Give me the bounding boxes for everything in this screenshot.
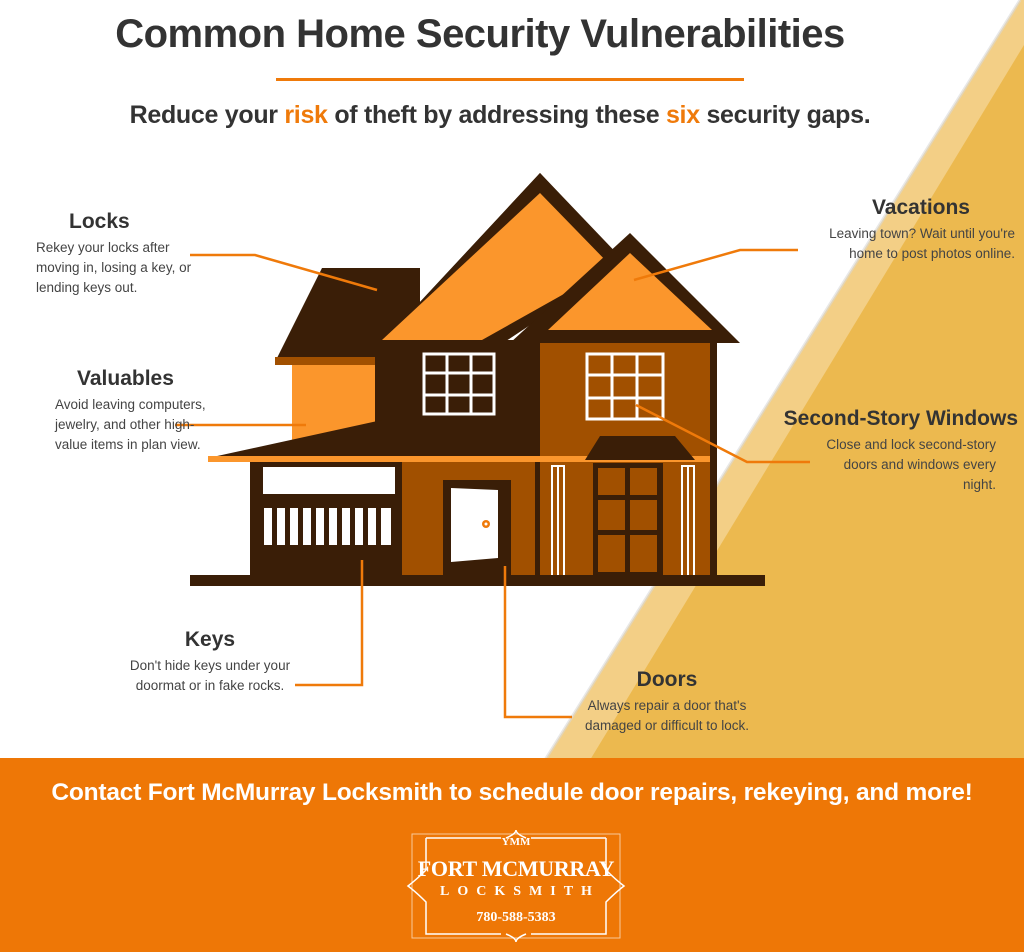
- logo-phone: 780-588-5383: [476, 910, 556, 925]
- company-logo: YMM FORT MCMURRAY LOCKSMITH 780-588-5383: [406, 830, 626, 942]
- callout-text: Always repair a door that's damaged or d…: [584, 698, 750, 733]
- title-divider: [276, 78, 744, 81]
- callout-text: Avoid leaving computers, jewelry, and ot…: [55, 397, 206, 452]
- leader-lines: [175, 248, 810, 719]
- callout-doors: Doors Always repair a door that's damage…: [572, 668, 762, 736]
- logo-subtitle: LOCKSMITH: [440, 884, 600, 899]
- subtitle-highlight-risk: risk: [284, 101, 328, 129]
- callout-keys: Keys Don't hide keys under your doormat …: [120, 628, 300, 696]
- upper-left-window: [422, 352, 496, 416]
- callout-vacations: Vacations Leaving town? Wait until you'r…: [800, 196, 1015, 264]
- house-illustration: [175, 173, 810, 719]
- cta-banner: Contact Fort McMurray Locksmith to sched…: [0, 758, 1024, 952]
- subtitle-text: Reduce your: [129, 101, 285, 129]
- callout-text: Don't hide keys under your doormat or in…: [129, 658, 291, 693]
- callout-title: Doors: [636, 668, 698, 691]
- upper-right-window: [585, 352, 665, 421]
- subtitle-text: of theft by addressing these: [327, 101, 666, 129]
- callout-locks: Locks Rekey your locks after moving in, …: [36, 210, 236, 298]
- callout-title: Vacations: [871, 196, 970, 219]
- logo-frame-icon: [406, 830, 626, 942]
- subtitle-text: security gaps.: [699, 101, 871, 129]
- logo-tag: YMM: [501, 836, 531, 848]
- callout-valuables: Valuables Avoid leaving computers, jewel…: [55, 367, 225, 455]
- callout-title: Keys: [184, 628, 236, 651]
- callout-title: Second-Story Windows: [783, 407, 1018, 430]
- callout-title: Locks: [69, 210, 130, 233]
- logo-name: FORT MCMURRAY: [417, 856, 615, 881]
- callout-second-story-windows: Second-Story Windows Close and lock seco…: [748, 407, 1018, 495]
- callout-text: Leaving town? Wait until you're home to …: [829, 226, 1015, 261]
- cta-text: Contact Fort McMurray Locksmith to sched…: [51, 779, 973, 806]
- subtitle-highlight-six: six: [665, 101, 700, 129]
- callout-title: Valuables: [77, 367, 174, 390]
- subtitle: Reduce your risk of theft by addressing …: [0, 101, 1000, 130]
- page-title: Common Home Security Vulnerabilities: [115, 12, 845, 56]
- front-door: [451, 488, 498, 562]
- callout-text: Close and lock second-story doors and wi…: [826, 437, 996, 492]
- callout-text: Rekey your locks after moving in, losing…: [36, 240, 192, 295]
